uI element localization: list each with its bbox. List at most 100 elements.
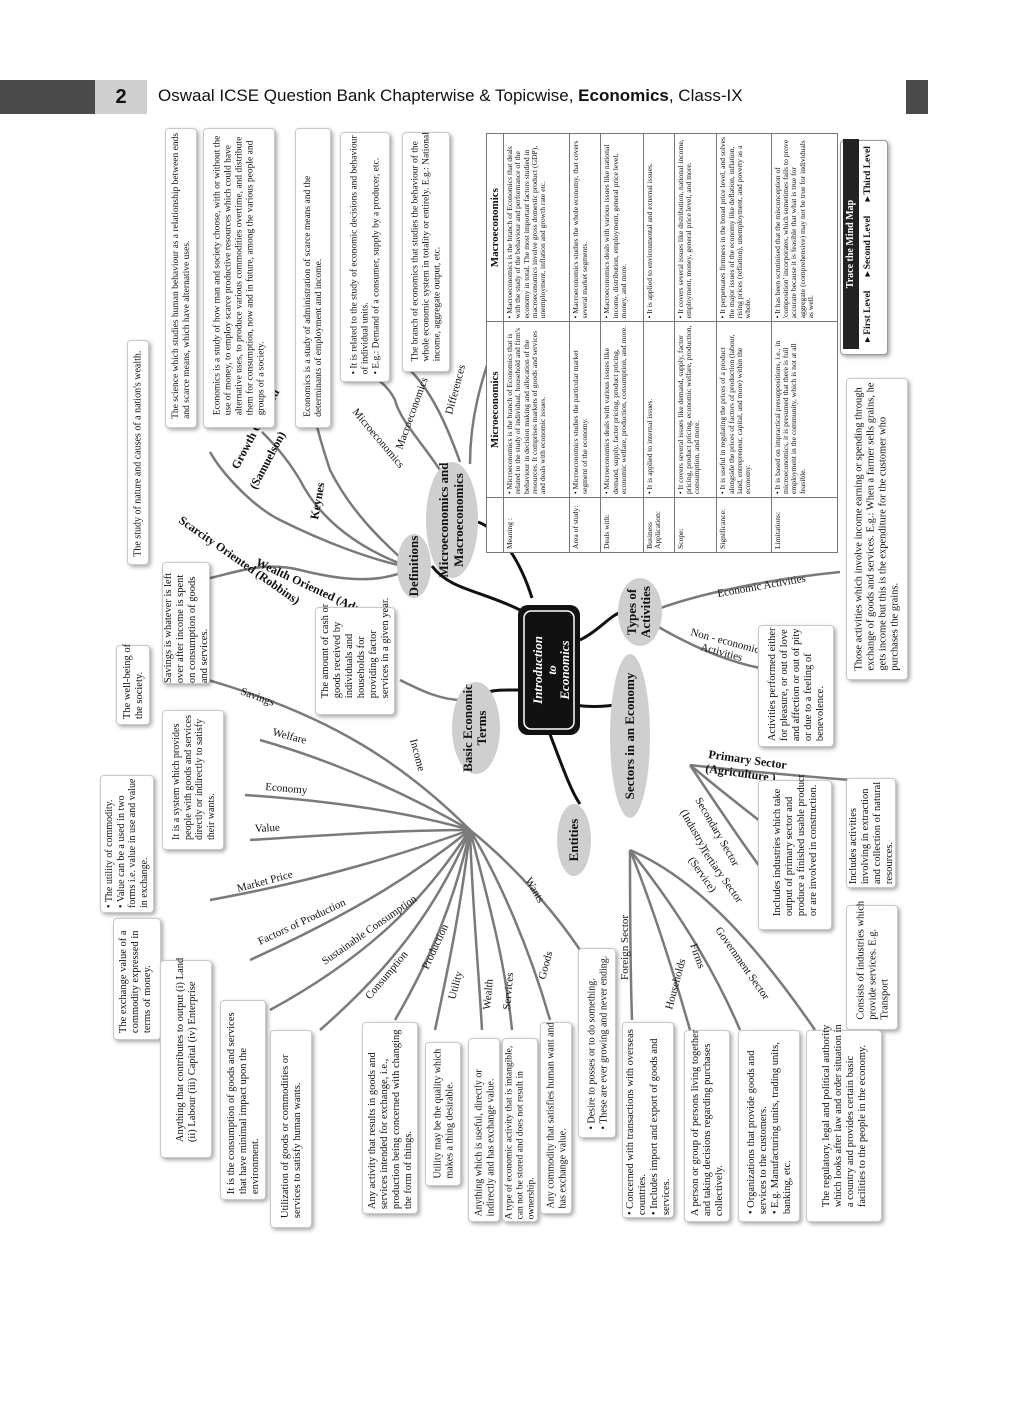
bubble-types-line2: Activities	[638, 586, 653, 638]
table-cell-micro: It is applied to internal issues.	[643, 321, 675, 498]
text-wealth-oriented: The study of nature and causes of a nati…	[132, 350, 144, 557]
table-cell-macro: It is applied to environmental and exter…	[643, 133, 675, 322]
edge-scarcity	[208, 451, 413, 570]
comparison-table: Microeconomics Macroeconomics Meaning :M…	[486, 133, 838, 553]
foreign-bullets: Concerned with transactions with oversea…	[625, 1023, 673, 1215]
text-goods: Any commodity that satisfies human want …	[545, 1022, 569, 1209]
label-economy: Economy	[265, 781, 309, 797]
text-non-economic-activities: Activities performed either for pleasure…	[766, 627, 827, 742]
table-cell-label: Deals with:	[600, 497, 644, 553]
table-cell-label: Meaning :	[503, 497, 570, 553]
bubble-micro-macro-line1: Microeconomics and	[436, 462, 451, 578]
text-secondary-sector: Includes industries which take output of…	[771, 774, 820, 917]
label-foreign-sector: Foreign Sector	[619, 915, 631, 980]
text-services: A type of economic activity that is inta…	[504, 1045, 537, 1220]
table-cell-micro: Microeconomics is the branch of Economic…	[503, 321, 570, 498]
box-goods: Any commodity that satisfies human want …	[540, 1022, 572, 1214]
table-row: Business Application:It is applied to in…	[643, 133, 675, 553]
central-line1: Introduction	[530, 636, 545, 705]
value-bullet-1: The utility of commodity.	[104, 774, 116, 908]
text-factors-of-production: Anything that contributes to output (i) …	[174, 957, 198, 1143]
edge-primary	[689, 763, 851, 782]
bubble-basic-terms: Basic Economic Terms	[452, 682, 500, 774]
trace-mind-map: Trace the Mind Map ▸ First Level ▸ Secon…	[840, 139, 888, 355]
edge-market-price	[209, 828, 471, 902]
bubble-types-line1: Types of	[624, 588, 639, 635]
bubble-definitions: Definitions	[397, 534, 431, 598]
table-row: Deals with:Microeconomics deals with var…	[600, 133, 644, 553]
edge-wealth	[199, 565, 413, 582]
label-firms: Firms	[687, 942, 707, 970]
box-households: A person or group of persons living toge…	[684, 1030, 730, 1222]
edge-wealth-term	[468, 829, 484, 1031]
edge-income	[399, 678, 463, 702]
label-services: Services	[501, 972, 516, 1010]
bubble-types-of-activities: Types of Activities	[618, 578, 662, 646]
table-cell-label: Area of study:	[569, 497, 601, 553]
wants-bullet-1: Desire to posses or to do something.	[587, 944, 599, 1130]
text-wealth-term: Anything which is useful, directly or in…	[473, 1069, 497, 1217]
central-line3: Economics	[557, 640, 572, 700]
text-consumption: Utilization of goods or commodities or s…	[279, 1054, 303, 1219]
table-cell-label: Significance:	[716, 497, 772, 553]
edge-households	[628, 849, 692, 1031]
firms-bullet-2: E.g. Manufacturing units, trading units,…	[770, 1026, 794, 1214]
table-row: Scope:It covers several issues like dema…	[674, 133, 717, 553]
table-cell-label: Scope:	[674, 497, 717, 553]
comparison-table-wrapper: Microeconomics Macroeconomics Meaning :M…	[486, 133, 838, 553]
page-number: 2	[95, 80, 147, 114]
box-foreign-sector: Concerned with transactions with oversea…	[622, 1022, 674, 1218]
trace-third-label: Third Level	[862, 146, 873, 195]
bubble-micro-macro-line2: Macroeconomics	[451, 473, 466, 567]
header-title-suffix: , Class-IX	[668, 86, 743, 105]
text-economic-activities: Those activities which involve income ea…	[853, 382, 901, 671]
text-welfare: The well-being of the society.	[121, 643, 145, 720]
edge-economic-activities	[649, 570, 841, 614]
edge-welfare	[259, 738, 471, 832]
label-households: Households	[663, 957, 688, 1010]
box-consumption: Utilization of goods or commodities or s…	[270, 1030, 312, 1228]
text-scarcity-oriented: The science which studies human behaviou…	[171, 132, 192, 419]
edge-wants	[469, 829, 582, 951]
edge-sustainable	[269, 829, 472, 1012]
bubble-sectors-label: Sectors in an Economy	[622, 672, 637, 799]
label-consumption: Consumption	[363, 948, 411, 1002]
page-header-title: Oswaal ICSE Question Bank Chapterwise & …	[158, 86, 743, 106]
trace-third-level: ▸ Third Level	[862, 146, 873, 202]
trace-second-label: Second Level	[862, 215, 873, 270]
table-row: Meaning :Microeconomics is the branch of…	[503, 133, 570, 553]
label-savings: Savings	[239, 686, 276, 709]
edge-central-basic	[487, 688, 519, 694]
edge-value	[249, 828, 471, 842]
box-microeconomics: It is related to the study of economic d…	[340, 132, 390, 382]
header-bar-right	[906, 80, 928, 114]
text-sustainable-consumption: It is the consumption of goods and servi…	[225, 1012, 262, 1195]
box-firms: Organizations that provide goods and ser…	[738, 1030, 800, 1222]
table-row: Significance:It is useful in regulating …	[716, 133, 772, 553]
box-scarcity-oriented: The science which studies human behaviou…	[165, 128, 197, 428]
table-cell-micro: It is useful in regulating the prices of…	[716, 321, 772, 498]
box-market-price: The exchange value of a commodity expres…	[113, 918, 161, 1040]
foreign-bullet-2: Includes import and export of goods and …	[649, 1023, 673, 1216]
table-cell-macro: Macroeconomics is the branch of Economic…	[503, 133, 570, 322]
text-market-price: The exchange value of a commodity expres…	[117, 930, 154, 1034]
label-goods: Goods	[536, 950, 555, 981]
label-income: Income	[407, 738, 427, 773]
edge-economy	[244, 793, 471, 832]
edge-government	[629, 848, 817, 1031]
box-sustainable-consumption: It is the consumption of goods and servi…	[220, 1000, 266, 1200]
table-cell-macro: It has been scrutinised that the misconc…	[771, 133, 838, 322]
label-keynes: Keynes	[307, 481, 327, 521]
text-utility: Utility may be the quality which makes a…	[432, 1048, 456, 1179]
box-non-economic-activities: Activities performed either for pleasure…	[758, 625, 834, 747]
table-cell-micro: It covers several issues like demand, su…	[674, 321, 717, 498]
bubble-entities-label: Entities	[566, 819, 581, 862]
firms-bullet-1: Organizations that provide goods and ser…	[746, 1026, 770, 1215]
edge-consumption	[319, 829, 472, 1031]
box-wealth-term: Anything which is useful, directly or in…	[468, 1038, 500, 1222]
wants-bullet-2: These are ever growing and never ending.	[598, 944, 610, 1130]
table-cell-macro: Macroeconomics studies the whole economy…	[569, 133, 601, 322]
table-cell-micro: Microeconomics deals with various issues…	[600, 321, 644, 498]
micro-bullet-2: E.g.: Demand of a consumer, supply by a …	[371, 134, 382, 374]
text-primary-sector: Includes activities involving in extract…	[847, 781, 896, 885]
